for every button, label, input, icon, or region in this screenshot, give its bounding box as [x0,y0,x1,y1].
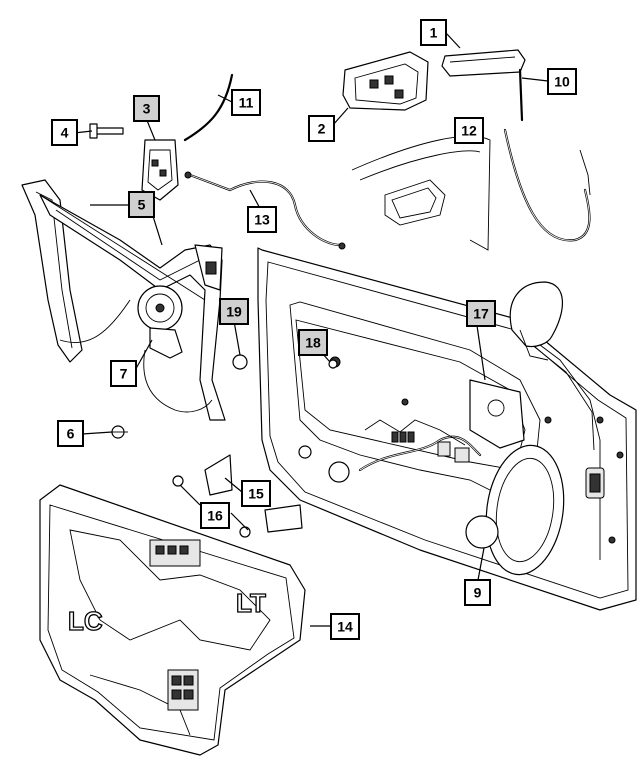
callout-9-label: 9 [474,585,482,601]
fasteners [89,123,338,538]
callout-13: 13 [247,206,277,233]
callout-11: 11 [231,89,261,116]
callout-7: 7 [110,360,137,387]
callout-6-label: 6 [67,426,75,442]
callout-1: 1 [420,19,447,46]
callout-10-label: 10 [554,74,570,90]
outside-handle [441,49,526,77]
callout-7-label: 7 [120,366,128,382]
callout-6: 6 [57,420,84,447]
callout-16: 16 [200,502,230,529]
callout-14: 14 [330,613,360,640]
callout-9: 9 [464,579,491,606]
callout-18-label: 18 [305,335,321,351]
door-body-outline [351,135,491,251]
callout-3: 3 [133,95,160,122]
callout-13-label: 13 [254,212,270,228]
callout-15: 15 [241,480,271,507]
callout-17: 17 [466,300,496,327]
callout-16-label: 16 [207,508,223,524]
callout-2-label: 2 [318,121,326,137]
callout-1-label: 1 [430,25,438,41]
callout-19-label: 19 [226,304,242,320]
inner-door-frame [257,247,637,611]
callout-12: 12 [454,117,484,144]
callout-4: 4 [51,119,78,146]
cables [183,68,591,250]
callout-11-label: 11 [239,95,254,111]
handle-bracket [342,51,429,111]
callout-18: 18 [298,329,328,356]
panel-mark-lt: LT [236,588,266,618]
door-latch [141,139,179,201]
callout-10: 10 [547,68,577,95]
door-trim-panel: LC LT [39,484,306,756]
callout-14-label: 14 [337,619,353,635]
callout-15-label: 15 [248,486,264,502]
callout-2: 2 [308,115,335,142]
window-regulator [21,179,226,421]
panel-mark-lc: LC [68,606,103,636]
callout-12-label: 12 [461,123,477,139]
callout-19: 19 [219,298,249,325]
callout-4-label: 4 [61,125,69,141]
callout-5-label: 5 [138,197,146,213]
callout-17-label: 17 [473,306,489,322]
callout-3-label: 3 [143,101,151,117]
window-motor [137,285,183,359]
callout-5: 5 [128,191,155,218]
